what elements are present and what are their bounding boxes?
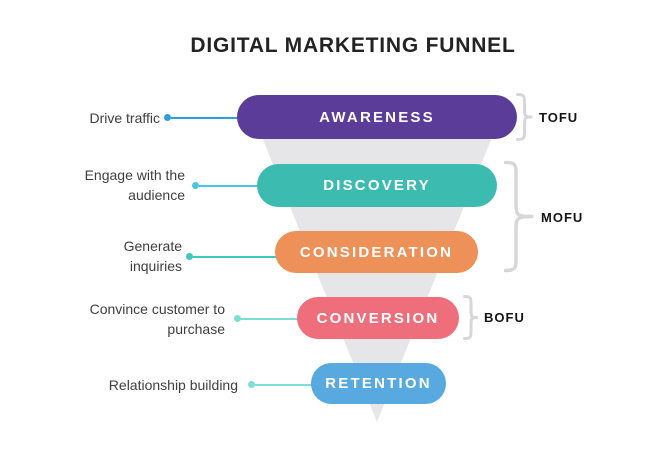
group-label-mofu: MOFU <box>541 210 584 225</box>
connector-line <box>171 116 240 119</box>
connector-dot <box>248 381 255 388</box>
funnel-stage-label: CONSIDERATION <box>299 243 454 261</box>
mofu-bracket-icon <box>503 160 534 273</box>
stage-description-retention: Relationship building <box>108 377 238 393</box>
connector-dot <box>164 114 171 121</box>
funnel-stage-label: RETENTION <box>325 375 432 392</box>
funnel-stage-consideration: CONSIDERATION <box>275 231 478 273</box>
group-label-bofu: BOFU <box>484 310 525 325</box>
connector-line <box>199 184 260 187</box>
connector-dot <box>186 253 193 260</box>
stage-description-awareness: Drive traffic <box>89 110 160 126</box>
funnel-stage-awareness: AWARENESS <box>237 95 517 139</box>
bofu-bracket-icon <box>463 295 478 340</box>
connector-dot <box>234 315 241 322</box>
connector-conversion <box>234 315 300 322</box>
connector-awareness <box>164 114 240 121</box>
connector-consideration <box>186 253 278 260</box>
funnel-stage-conversion: CONVERSION <box>297 297 459 339</box>
stage-description-consideration: Generate inquiries <box>123 238 182 274</box>
connector-discovery <box>192 182 260 189</box>
stage-description-discovery: Engage with the audience <box>84 167 185 203</box>
stage-description-conversion: Convince customer to purchase <box>89 301 225 337</box>
tofu-bracket-icon <box>516 93 533 141</box>
page-title: DIGITAL MARKETING FUNNEL <box>190 34 516 57</box>
funnel-stage-discovery: DISCOVERY <box>257 164 497 207</box>
connector-line <box>193 255 278 258</box>
connector-line <box>241 317 300 320</box>
funnel-stage-label: AWARENESS <box>319 108 435 126</box>
group-label-tofu: TOFU <box>539 110 579 125</box>
connector-retention <box>248 381 314 388</box>
funnel-stage-retention: RETENTION <box>311 363 446 404</box>
funnel-stage-label: DISCOVERY <box>323 177 431 194</box>
connector-dot <box>192 182 199 189</box>
connector-line <box>255 383 314 386</box>
funnel-stage-label: CONVERSION <box>316 309 440 327</box>
